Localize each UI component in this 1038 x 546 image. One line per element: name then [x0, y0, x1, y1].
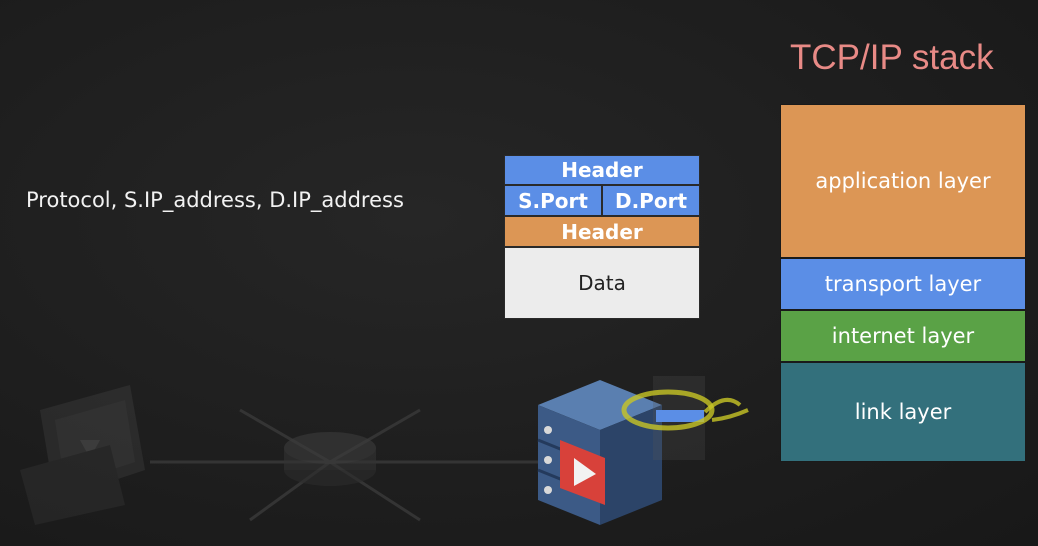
- router-icon: [284, 432, 376, 486]
- application-layer: application layer: [780, 104, 1026, 258]
- dest-port-label: D.Port: [614, 188, 688, 213]
- transport-header: Header: [504, 155, 700, 185]
- ip-header: Header: [504, 216, 700, 247]
- link-layer: link layer: [780, 362, 1026, 462]
- packet-data: Data: [504, 247, 700, 319]
- connection-identifier-text: Protocol, S.IP_address, D.IP_address: [26, 188, 404, 212]
- highlight-annotation: [621, 376, 749, 460]
- packet-data-label: Data: [578, 271, 626, 295]
- dest-port: D.Port: [602, 185, 700, 216]
- transport-layer: transport layer: [780, 258, 1026, 310]
- computer-icon: [20, 385, 145, 525]
- application-layer-label: application layer: [815, 169, 991, 193]
- internet-layer-label: internet layer: [831, 324, 975, 348]
- transport-header-label: Header: [561, 158, 643, 182]
- source-port: S.Port: [504, 185, 602, 216]
- link-layer-label: link layer: [854, 400, 952, 424]
- tcpip-stack: application layer transport layer intern…: [780, 104, 1026, 462]
- packet-diagram: Header S.Port D.Port Header Data: [504, 155, 700, 319]
- internet-layer: internet layer: [780, 310, 1026, 362]
- transport-layer-label: transport layer: [824, 272, 982, 296]
- server-icon: [537, 380, 662, 525]
- page-title: TCP/IP stack: [790, 38, 994, 77]
- source-port-label: S.Port: [518, 188, 588, 213]
- ip-header-label: Header: [561, 219, 643, 244]
